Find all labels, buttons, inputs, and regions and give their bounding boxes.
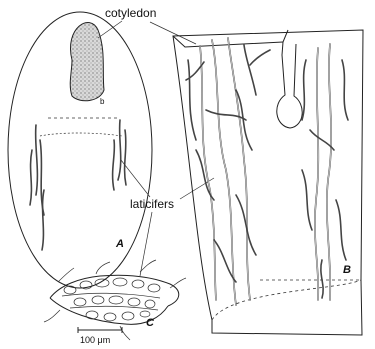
label-panel-a: A xyxy=(115,238,124,250)
network-branches xyxy=(44,260,186,340)
panel-b-tissue-block: B xyxy=(173,30,363,335)
embryo-laticifers-left xyxy=(30,125,44,250)
label-panel-b: B xyxy=(343,264,351,276)
scale-bar: 100 μm xyxy=(78,327,122,345)
laticifers-leaders xyxy=(121,160,214,276)
block-laticifers-right xyxy=(302,44,348,300)
panel-c-network: C xyxy=(44,260,186,340)
scale-label: 100 μm xyxy=(80,335,110,345)
cotyledon-leaders xyxy=(98,21,196,44)
label-laticifers: laticifers xyxy=(130,197,174,211)
panel-a-embryo: b A xyxy=(8,12,152,288)
label-panel-c: C xyxy=(146,317,155,329)
embryo-laticifers-right xyxy=(113,120,126,190)
cotyledon-shape xyxy=(70,22,104,100)
label-b: b xyxy=(100,97,105,106)
label-cotyledon: cotyledon xyxy=(105,6,156,20)
block-laticifers-left xyxy=(186,38,270,305)
